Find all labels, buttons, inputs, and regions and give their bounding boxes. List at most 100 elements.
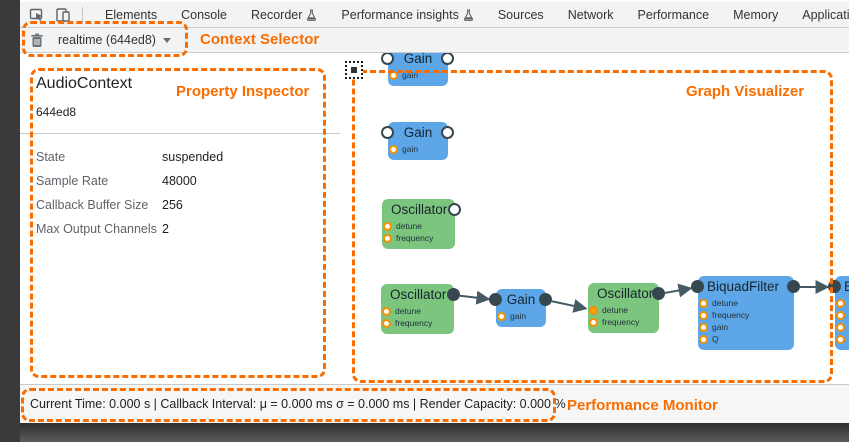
param-row-detune: detune: [382, 220, 422, 232]
param-label: Q: [712, 334, 719, 344]
node-title: Gain: [403, 53, 433, 66]
property-label: Callback Buffer Size: [36, 198, 149, 212]
input-port: [691, 280, 704, 293]
property-value: 256: [162, 198, 183, 212]
tab-memory[interactable]: Memory: [733, 8, 778, 22]
property-row: Max Output Channels 2: [36, 217, 336, 241]
tab-label: Recorder: [250, 7, 303, 22]
webaudio-toolbar: realtime (644ed8): [20, 28, 849, 53]
performance-monitor-bar: Current Time: 0.000 s | Callback Interva…: [20, 384, 849, 423]
output-port: [787, 280, 800, 293]
param-label: detune: [396, 221, 422, 231]
property-label: State: [36, 150, 66, 164]
property-value: suspended: [162, 150, 224, 164]
tab-elements[interactable]: Elements: [105, 8, 157, 22]
tab-application[interactable]: Application: [802, 8, 849, 22]
trash-icon[interactable]: [30, 33, 44, 48]
param-row-frequency: frequency: [698, 309, 749, 321]
node-title: Gain: [403, 125, 433, 140]
audiocontext-title: AudioContext: [36, 75, 133, 92]
tab-label: Elements: [105, 7, 158, 22]
inspect-element-icon[interactable]: [28, 6, 46, 24]
param-label: frequency: [396, 233, 434, 243]
param-label: gain: [712, 322, 729, 332]
param-row-gain: gain: [496, 310, 526, 322]
output-port: [441, 126, 454, 139]
graph-node-gain[interactable]: Gain gain: [381, 53, 454, 86]
param-label: detune: [712, 298, 738, 308]
output-port: [539, 293, 552, 306]
param-port: [699, 310, 708, 320]
node-title: BiquadFilter: [844, 279, 849, 294]
param-row-detune: detune: [835, 297, 849, 309]
context-selector-dropdown[interactable]: realtime (644ed8): [58, 33, 171, 47]
input-port: [381, 53, 394, 65]
param-port: [836, 310, 845, 320]
tab-label: Network: [567, 7, 614, 22]
node-title: Oscillator: [597, 286, 654, 301]
param-port: [383, 233, 392, 243]
property-value: 2: [162, 222, 169, 236]
annotation-resize-handle: [345, 61, 363, 79]
tab-label: Application: [802, 7, 849, 22]
graph-edges: [459, 280, 830, 313]
tab-console[interactable]: Console: [181, 8, 227, 22]
tab-label: Performance insights: [341, 7, 459, 22]
param-row-q: Q: [698, 333, 719, 345]
param-label: detune: [395, 306, 421, 316]
param-row-detune: detune: [698, 297, 738, 309]
graph-edge: [459, 290, 491, 305]
node-title: Oscillator: [391, 202, 448, 217]
device-toolbar-icon[interactable]: [54, 6, 72, 24]
param-port: [699, 334, 708, 344]
param-label: frequency: [395, 318, 433, 328]
param-port: [836, 334, 845, 344]
param-port: [389, 70, 398, 80]
graph-edge: [551, 299, 588, 313]
flask-icon: [307, 8, 317, 21]
output-port: [441, 53, 454, 65]
node-title: Gain: [506, 292, 536, 307]
toolbar-divider: [82, 6, 83, 23]
tab-strip: Elements Console Recorder Performance insig…: [93, 6, 849, 24]
output-port: [447, 288, 460, 301]
graph-node-oscillator[interactable]: Oscillator detune frequency: [382, 199, 461, 249]
window-footer: [0, 423, 849, 442]
param-row-frequency: frequency: [835, 309, 849, 321]
param-port: [497, 311, 506, 321]
audiocontext-id: 644ed8: [36, 105, 77, 119]
tab-network[interactable]: Network: [568, 8, 614, 22]
param-row-q: Q: [835, 333, 849, 345]
param-label: frequency: [602, 317, 640, 327]
param-row-detune: detune: [588, 304, 628, 316]
output-port: [652, 287, 665, 300]
param-row-gain: gain: [388, 143, 418, 155]
input-port: [828, 280, 841, 293]
graph-node-gain[interactable]: Gain gain: [381, 122, 454, 160]
property-label: Max Output Channels: [36, 222, 157, 236]
tab-label: Performance: [637, 7, 710, 22]
output-port: [448, 203, 461, 216]
tab-sources[interactable]: Sources: [498, 8, 544, 22]
param-port: [589, 305, 598, 315]
tab-performance-insights[interactable]: Performance insights: [341, 8, 473, 22]
graph-node-gain[interactable]: Gain gain: [489, 289, 552, 327]
param-row-frequency: frequency: [382, 232, 433, 244]
window-side-strip: [0, 0, 20, 442]
param-row-frequency: frequency: [381, 317, 432, 329]
tab-performance[interactable]: Performance: [638, 8, 710, 22]
performance-monitor-annotation-label: Performance Monitor: [567, 397, 718, 414]
graph-node-oscillator[interactable]: Oscillator detune frequency: [381, 284, 460, 334]
param-port: [836, 322, 845, 332]
param-label: gain: [402, 70, 419, 80]
graph-edge: [664, 283, 693, 298]
param-row-detune: detune: [381, 305, 421, 317]
tab-recorder[interactable]: Recorder: [251, 8, 317, 22]
node-title: Oscillator: [390, 287, 447, 302]
